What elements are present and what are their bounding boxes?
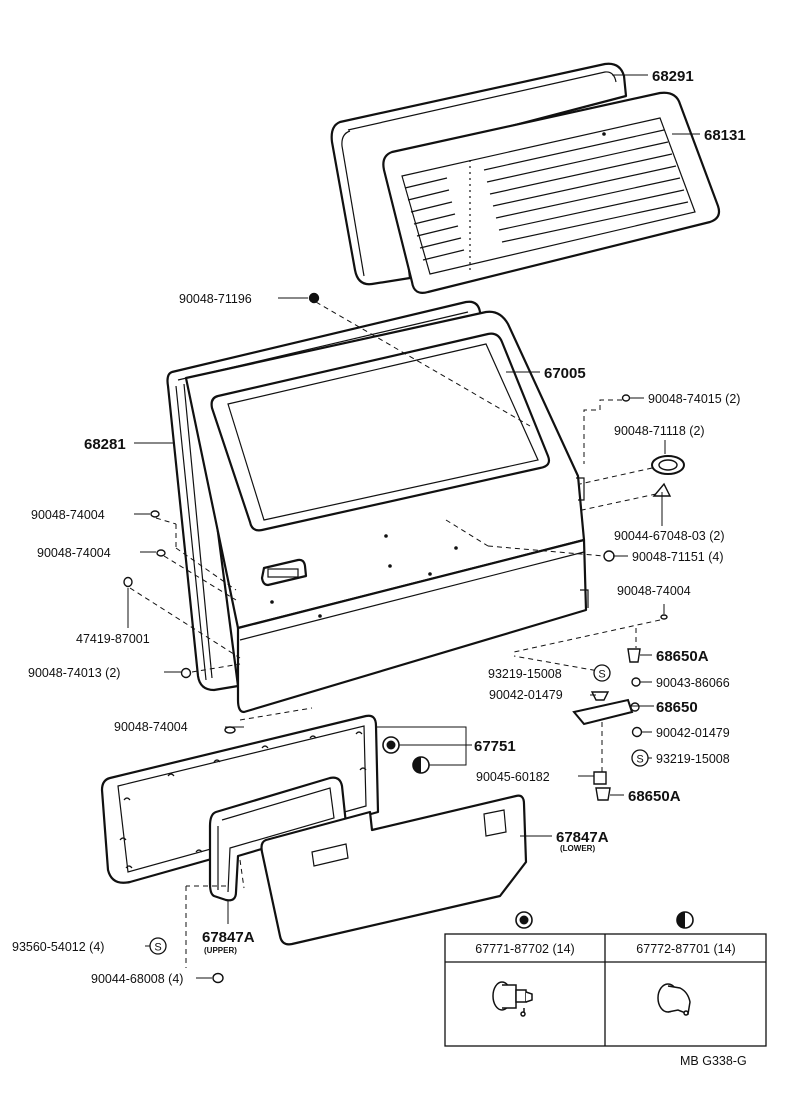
label-93219-15008-b: 93219-15008: [656, 752, 730, 766]
label-90048-71151: 90048-71151 (4): [632, 550, 724, 564]
label-90044-67048-03: 90044-67048-03 (2): [614, 529, 725, 543]
label-68291: 68291: [652, 68, 694, 85]
label-90044-68008: 90044-68008 (4): [91, 972, 183, 986]
hardware-parts: [123, 292, 685, 984]
label-90048-74004-d: 90048-74004: [114, 720, 188, 734]
inner-trim-board: [100, 714, 380, 884]
label-90043-86066: 90043-86066: [656, 676, 730, 690]
table-col1-label: 67771-87702 (14): [475, 942, 574, 956]
s-mark-93560: S: [149, 937, 167, 955]
svg-text:S: S: [598, 669, 605, 681]
label-90048-74015: 90048-74015 (2): [648, 392, 740, 406]
label-90042-01479-a: 90042-01479: [489, 688, 563, 702]
table-header-icon-full: [515, 911, 533, 929]
label-90048-74013: 90048-74013 (2): [28, 666, 120, 680]
label-upper-note: (UPPER): [204, 946, 237, 955]
label-67847A-lower: 67847A: [556, 829, 609, 846]
label-68650: 68650: [656, 699, 698, 716]
clip-icon-full: [382, 736, 400, 754]
clip-table: 67771-87702 (14) 67772-87701 (14): [444, 911, 767, 1047]
label-90042-01479-b: 90042-01479: [656, 726, 730, 740]
s-mark-93219-a: S: [593, 664, 611, 682]
label-68281: 68281: [84, 436, 126, 453]
label-93219-15008-a: 93219-15008: [488, 667, 562, 681]
label-68650A-top: 68650A: [656, 648, 709, 665]
label-90048-74004-b: 90048-74004: [37, 546, 111, 560]
label-90048-74004-a: 90048-74004: [31, 508, 105, 522]
label-67005: 67005: [544, 365, 586, 382]
back-door-panel: [184, 310, 589, 714]
label-90045-60182: 90045-60182: [476, 770, 550, 784]
label-90048-71118: 90048-71118 (2): [614, 424, 705, 438]
svg-text:S: S: [636, 754, 643, 766]
label-93560-54012: 93560-54012 (4): [12, 940, 104, 954]
clip-drawing-67772: [657, 983, 691, 1016]
label-68650A-bottom: 68650A: [628, 788, 681, 805]
leader-lines: [127, 74, 700, 979]
label-47419-87001: 47419-87001: [76, 632, 150, 646]
label-67847A-upper: 67847A: [202, 929, 255, 946]
lower-trim: [260, 794, 528, 946]
label-67751: 67751: [474, 738, 516, 755]
s-mark-93219-b: S: [631, 749, 649, 767]
table-col2-label: 67772-87701 (14): [636, 942, 735, 956]
label-lower-note: (LOWER): [560, 844, 595, 853]
back-glass: [382, 91, 721, 294]
svg-text:S: S: [154, 942, 161, 954]
part-labels: 68291 68131 90048-71196 67005 90048-7401…: [12, 68, 746, 986]
clip-icon-half: [412, 756, 430, 774]
label-90048-71196: 90048-71196: [179, 292, 252, 306]
alignment-lines: [129, 301, 661, 968]
diagram-code: MB G338-G: [680, 1054, 747, 1068]
table-header-icon-half: [676, 911, 694, 929]
label-68131: 68131: [704, 127, 746, 144]
label-90048-74004-c: 90048-74004: [617, 584, 691, 598]
clip-drawing-67771: [492, 981, 533, 1017]
